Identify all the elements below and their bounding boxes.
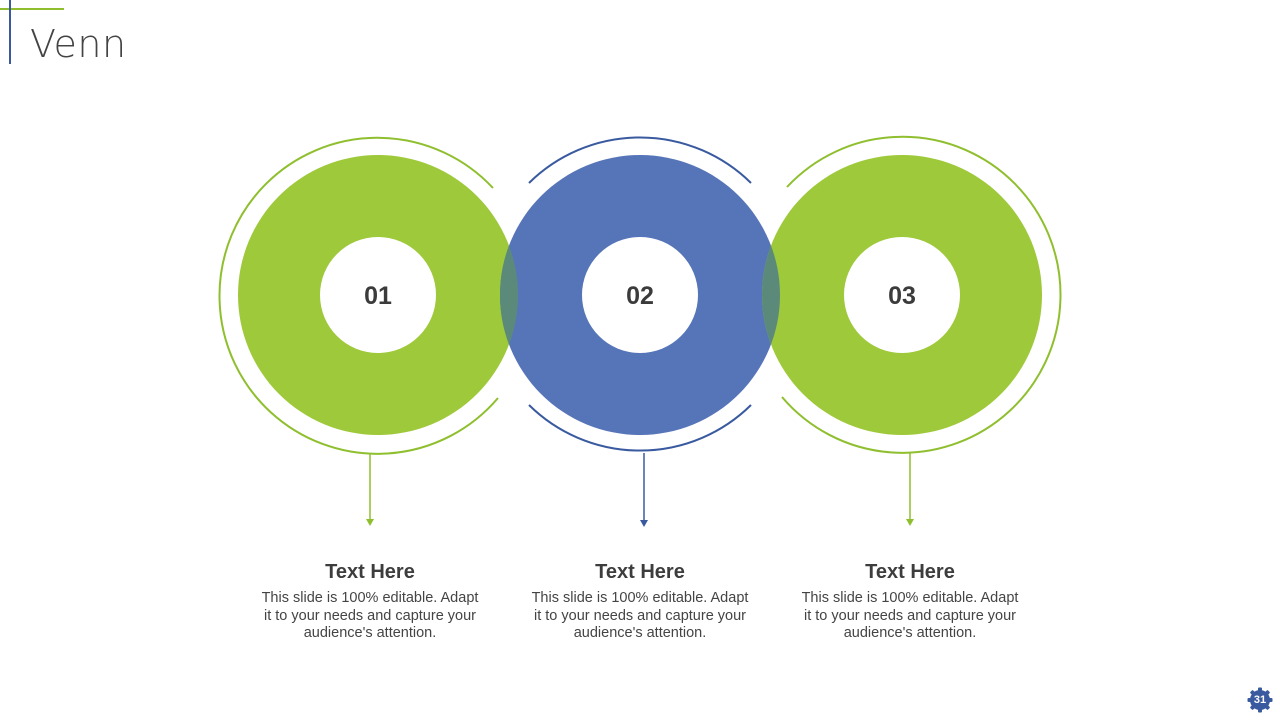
arrow-head-1 (366, 519, 374, 526)
outer-ring-1 (218, 136, 499, 455)
description-line: This slide is 100% editable. Adapt (261, 590, 479, 606)
description-line: audience's attention. (303, 625, 437, 641)
corner-accent-vertical (9, 0, 11, 64)
text-block-1: Text Here This slide is 100% editable. A… (250, 561, 490, 643)
arrow-head-2 (640, 520, 648, 527)
circle-number-3: 03 (888, 282, 916, 310)
slide-title: Venn (30, 22, 127, 66)
inner-circle-2 (582, 237, 698, 353)
description-line: audience's attention. (573, 625, 707, 641)
inner-circle-1 (320, 237, 436, 353)
description-line: audience's attention. (843, 625, 977, 641)
gear-icon (1247, 687, 1273, 713)
text-block-description: This slide is 100% editable. Adapt it to… (790, 590, 1030, 643)
outer-ring-2-bottom (528, 404, 752, 452)
text-block-description: This slide is 100% editable. Adapt it to… (250, 590, 490, 643)
outer-ring-2-top (528, 136, 752, 184)
outer-ring-3 (781, 135, 1062, 454)
circle-number-1: 01 (364, 282, 392, 310)
description-line: This slide is 100% editable. Adapt (531, 590, 749, 606)
text-block-description: This slide is 100% editable. Adapt it to… (520, 590, 760, 643)
corner-accent-horizontal (0, 8, 64, 10)
description-line: it to your needs and capture your (264, 607, 476, 624)
arrow-head-3 (906, 519, 914, 526)
inner-circle-3 (844, 237, 960, 353)
description-line: it to your needs and capture your (804, 607, 1016, 624)
text-block-3: Text Here This slide is 100% editable. A… (790, 561, 1030, 643)
text-block-heading: Text Here (865, 561, 955, 583)
page-number: 31 (1253, 694, 1267, 706)
circle-number-2: 02 (626, 282, 654, 310)
text-block-2: Text Here This slide is 100% editable. A… (520, 561, 760, 643)
text-block-heading: Text Here (595, 561, 685, 583)
description-line: This slide is 100% editable. Adapt (801, 590, 1019, 606)
text-block-heading: Text Here (325, 561, 415, 583)
description-line: it to your needs and capture your (534, 607, 746, 624)
